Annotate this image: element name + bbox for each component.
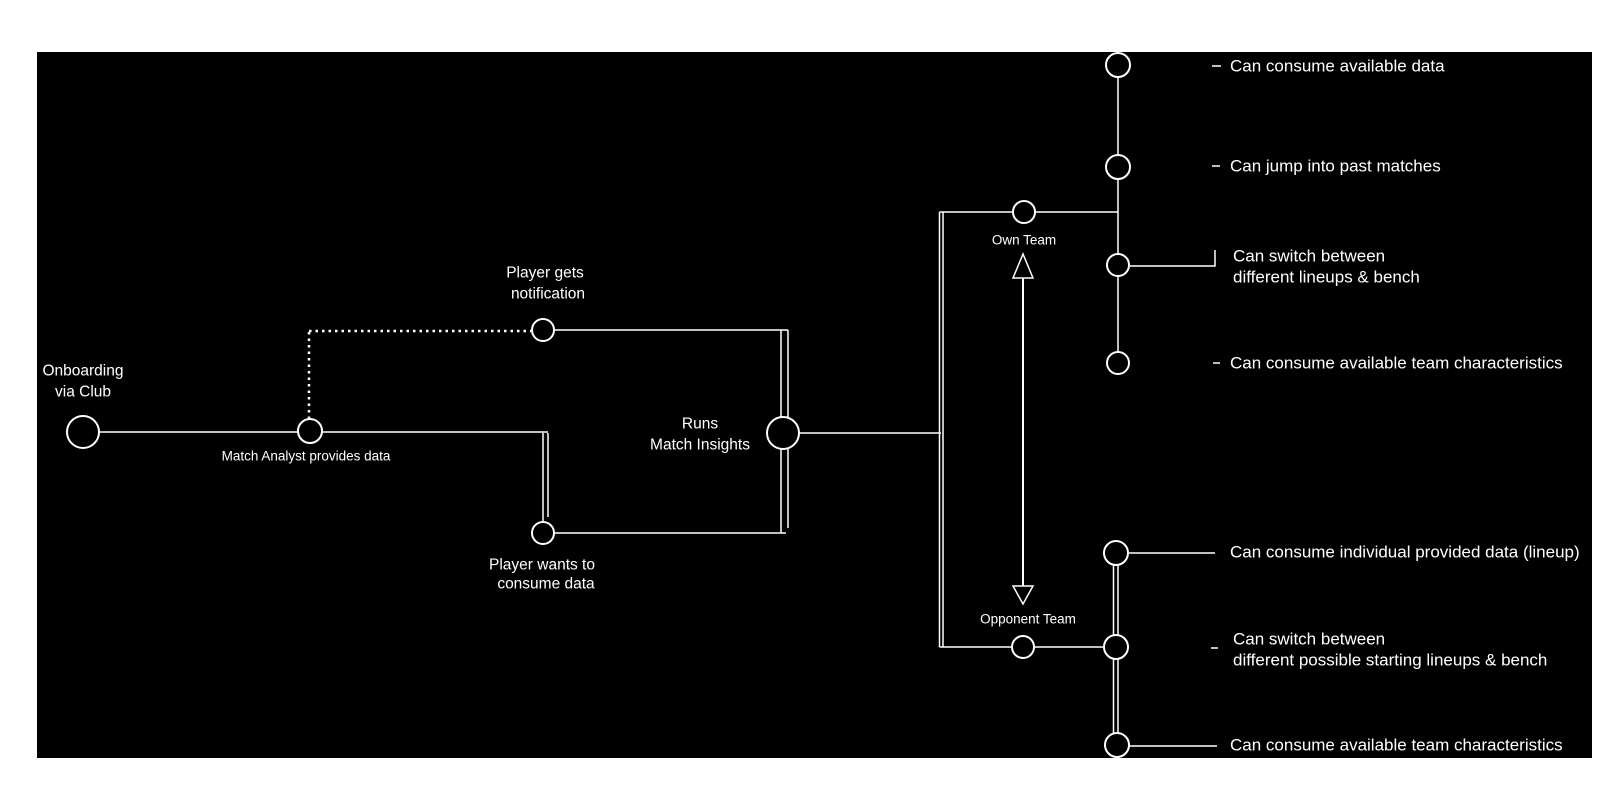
label-runs-line1: Runs [682,416,718,433]
node-outcome-bottom-3[interactable] [1104,732,1130,758]
label-outcome-bottom-1: Can consume individual provided data (li… [1230,543,1580,562]
label-player-consume-line1: Player wants to [489,557,595,574]
label-player-consume-line2: consume data [497,576,595,593]
node-outcome-top-3[interactable] [1106,253,1130,277]
label-runs-line2: Match Insights [650,437,750,454]
node-outcome-bottom-1[interactable] [1103,540,1129,566]
arrowhead-up-icon [1011,252,1035,279]
label-outcome-bottom-2-line2: different possible starting lineups & be… [1233,651,1547,670]
label-player-notification-line1: Player gets [506,265,584,282]
label-onboarding-line1: Onboarding [42,363,123,380]
label-match-analyst: Match Analyst provides data [222,449,391,464]
label-outcome-bottom-3: Can consume available team characteristi… [1230,736,1563,755]
node-outcome-top-2[interactable] [1105,154,1131,180]
node-outcome-top-1[interactable] [1105,52,1131,78]
node-player-notification[interactable] [531,318,555,342]
node-onboarding[interactable] [66,415,100,449]
canvas-background [37,52,1592,758]
label-opponent-team: Opponent Team [980,612,1076,627]
node-match-analyst[interactable] [297,418,323,444]
label-onboarding-line2: via Club [55,384,111,401]
arrowhead-down-icon [1011,585,1035,606]
label-own-team: Own Team [992,233,1056,248]
label-outcome-top-3-line1: Can switch between [1233,247,1385,266]
label-outcome-top-3-line2: different lineups & bench [1233,268,1420,287]
team-comparison-arrow[interactable] [1011,252,1035,606]
label-outcome-top-2: Can jump into past matches [1230,157,1441,176]
node-outcome-bottom-2[interactable] [1103,634,1129,660]
label-outcome-bottom-2-line1: Can switch between [1233,630,1385,649]
label-connector-top-3 [1130,250,1216,267]
node-player-consume[interactable] [531,521,555,545]
label-outcome-top-1: Can consume available data [1230,57,1445,76]
node-outcome-top-4[interactable] [1106,351,1130,375]
node-own-team[interactable] [1012,200,1036,224]
label-player-notification-line2: notification [511,286,585,303]
label-outcome-top-4: Can consume available team characteristi… [1230,354,1563,373]
node-runs-match-insights[interactable] [766,416,800,450]
node-opponent-team[interactable] [1011,635,1035,659]
